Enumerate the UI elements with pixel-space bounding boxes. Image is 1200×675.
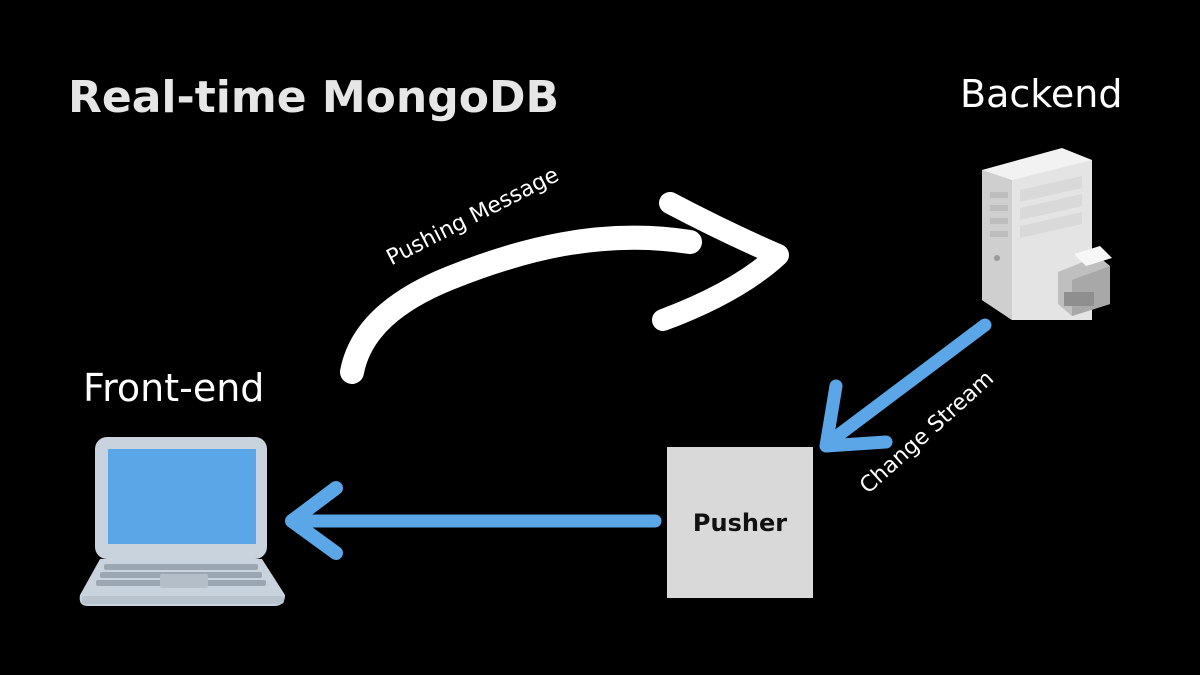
server-tower-icon — [982, 148, 1112, 320]
pusher-node: Pusher — [667, 447, 813, 598]
pushing-message-arrow — [340, 192, 789, 384]
change-stream-arrow — [819, 318, 992, 453]
backend-label: Backend — [960, 72, 1123, 116]
frontend-label: Front-end — [83, 366, 265, 410]
laptop-icon — [79, 437, 286, 606]
pusher-label: Pusher — [692, 508, 788, 537]
page-title: Real-time MongoDB — [68, 72, 560, 123]
pusher-to-frontend-arrow — [285, 481, 662, 560]
